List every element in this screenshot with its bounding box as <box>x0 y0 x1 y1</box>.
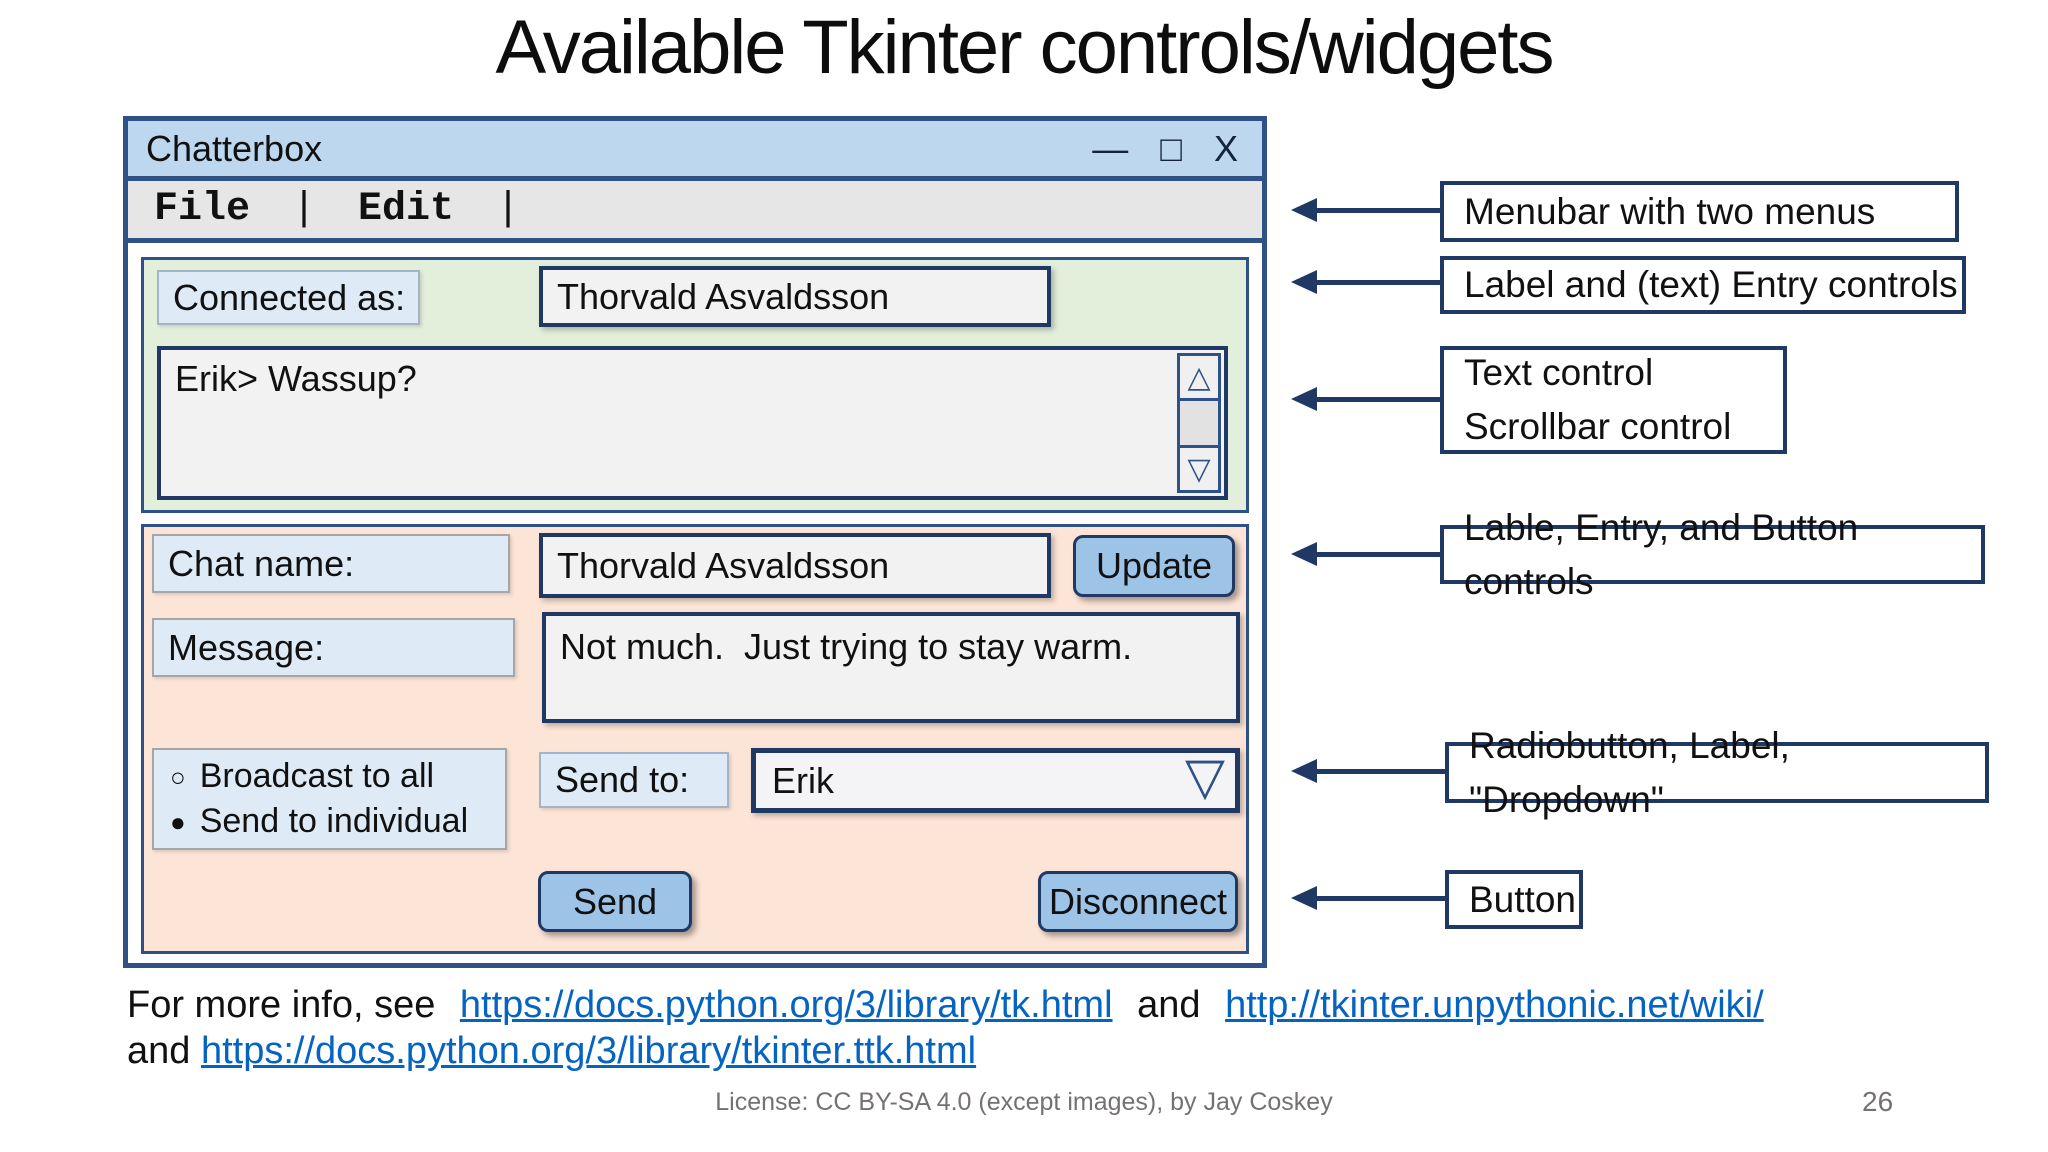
minimize-icon[interactable]: — <box>1092 127 1129 169</box>
dropdown-value: Erik <box>772 759 834 801</box>
note-radiobutton: Radiobutton, Label, "Dropdown" <box>1445 725 1989 820</box>
info-line-2: and https://docs.python.org/3/library/tk… <box>127 1030 976 1073</box>
compose-panel: Chat name: Thorvald Asvaldsson Update Me… <box>141 524 1249 954</box>
menu-edit[interactable]: Edit <box>358 187 455 232</box>
info-line-1: For more info, see https://docs.python.o… <box>127 984 1764 1027</box>
arrow-label-entry <box>1291 270 1440 294</box>
note-button: Button <box>1445 870 1583 929</box>
close-icon[interactable]: X <box>1213 127 1238 169</box>
send-button[interactable]: Send <box>538 871 692 932</box>
menu-file[interactable]: File <box>154 187 251 232</box>
username-entry[interactable]: Thorvald Asvaldsson <box>539 266 1051 327</box>
radio-individual[interactable]: ● Send to individual <box>170 802 505 841</box>
dropdown-arrow-icon[interactable]: ▽ <box>1185 748 1225 806</box>
note-menubar: Menubar with two menus <box>1440 181 1959 242</box>
note-text-line2: Scrollbar control <box>1464 406 1732 447</box>
page-title: Available Tkinter controls/widgets <box>495 5 1554 90</box>
chatterbox-window: Chatterbox — □ X File | Edit | Connected… <box>123 116 1267 968</box>
note-label-entry: Label and (text) Entry controls <box>1440 256 1966 314</box>
link-unpythonic-wiki[interactable]: http://tkinter.unpythonic.net/wiki/ <box>1225 984 1764 1026</box>
connected-as-label: Connected as: <box>157 270 420 325</box>
scroll-up-icon[interactable]: △ <box>1180 356 1218 401</box>
info-and-2: and <box>127 1030 191 1072</box>
radio-unselected-icon[interactable]: ○ <box>170 761 186 792</box>
radio-group: ○ Broadcast to all ● Send to individual <box>152 748 507 850</box>
radio-individual-label: Send to individual <box>199 802 469 840</box>
arrow-radiobutton <box>1291 759 1445 783</box>
radio-broadcast[interactable]: ○ Broadcast to all <box>170 757 505 796</box>
chat-name-label: Chat name: <box>152 534 510 593</box>
arrow-label-entry-button <box>1291 542 1440 566</box>
window-body: Connected as: Thorvald Asvaldsson Erik> … <box>128 243 1262 963</box>
update-button[interactable]: Update <box>1073 535 1235 597</box>
chat-log-text: Erik> Wassup? <box>175 358 417 399</box>
link-tk-html[interactable]: https://docs.python.org/3/library/tk.htm… <box>459 984 1113 1026</box>
window-controls: — □ X <box>1092 121 1238 176</box>
send-to-dropdown[interactable]: Erik ▽ <box>751 748 1240 813</box>
chat-name-entry[interactable]: Thorvald Asvaldsson <box>539 533 1051 598</box>
message-entry[interactable]: Not much. Just trying to stay warm. <box>542 612 1240 723</box>
info-and-1: and <box>1137 984 1201 1026</box>
window-title: Chatterbox <box>146 127 323 169</box>
link-ttk-html[interactable]: https://docs.python.org/3/library/tkinte… <box>200 1030 977 1072</box>
connection-panel: Connected as: Thorvald Asvaldsson Erik> … <box>141 257 1249 513</box>
note-text-line1: Text control <box>1464 352 1654 394</box>
arrow-button <box>1291 886 1445 910</box>
note-text-scrollbar: Text control Scrollbar control <box>1440 346 1787 454</box>
radio-selected-icon[interactable]: ● <box>170 806 186 837</box>
info-prefix: For more info, see <box>127 984 436 1026</box>
chat-log-text-control[interactable]: Erik> Wassup? △ ▽ <box>157 346 1228 500</box>
send-to-label: Send to: <box>539 752 729 808</box>
arrow-menubar <box>1291 198 1440 222</box>
radio-broadcast-label: Broadcast to all <box>199 757 435 795</box>
page-number: 26 <box>1862 1086 1894 1117</box>
scroll-down-icon[interactable]: ▽ <box>1180 445 1218 490</box>
note-label-entry-button: Lable, Entry, and Button controls <box>1440 507 1985 602</box>
scrollbar-track[interactable] <box>1180 401 1218 445</box>
window-titlebar: Chatterbox — □ X <box>128 121 1262 181</box>
message-label: Message: <box>152 618 515 677</box>
scrollbar-control[interactable]: △ ▽ <box>1177 353 1221 493</box>
license-text: License: CC BY-SA 4.0 (except images), b… <box>715 1088 1333 1116</box>
arrow-text-scrollbar <box>1291 387 1440 411</box>
menubar: File | Edit | <box>128 181 1262 243</box>
disconnect-button[interactable]: Disconnect <box>1038 871 1238 932</box>
menu-separator: | <box>292 187 317 232</box>
menu-separator: | <box>496 187 521 232</box>
maximize-icon[interactable]: □ <box>1160 127 1182 169</box>
